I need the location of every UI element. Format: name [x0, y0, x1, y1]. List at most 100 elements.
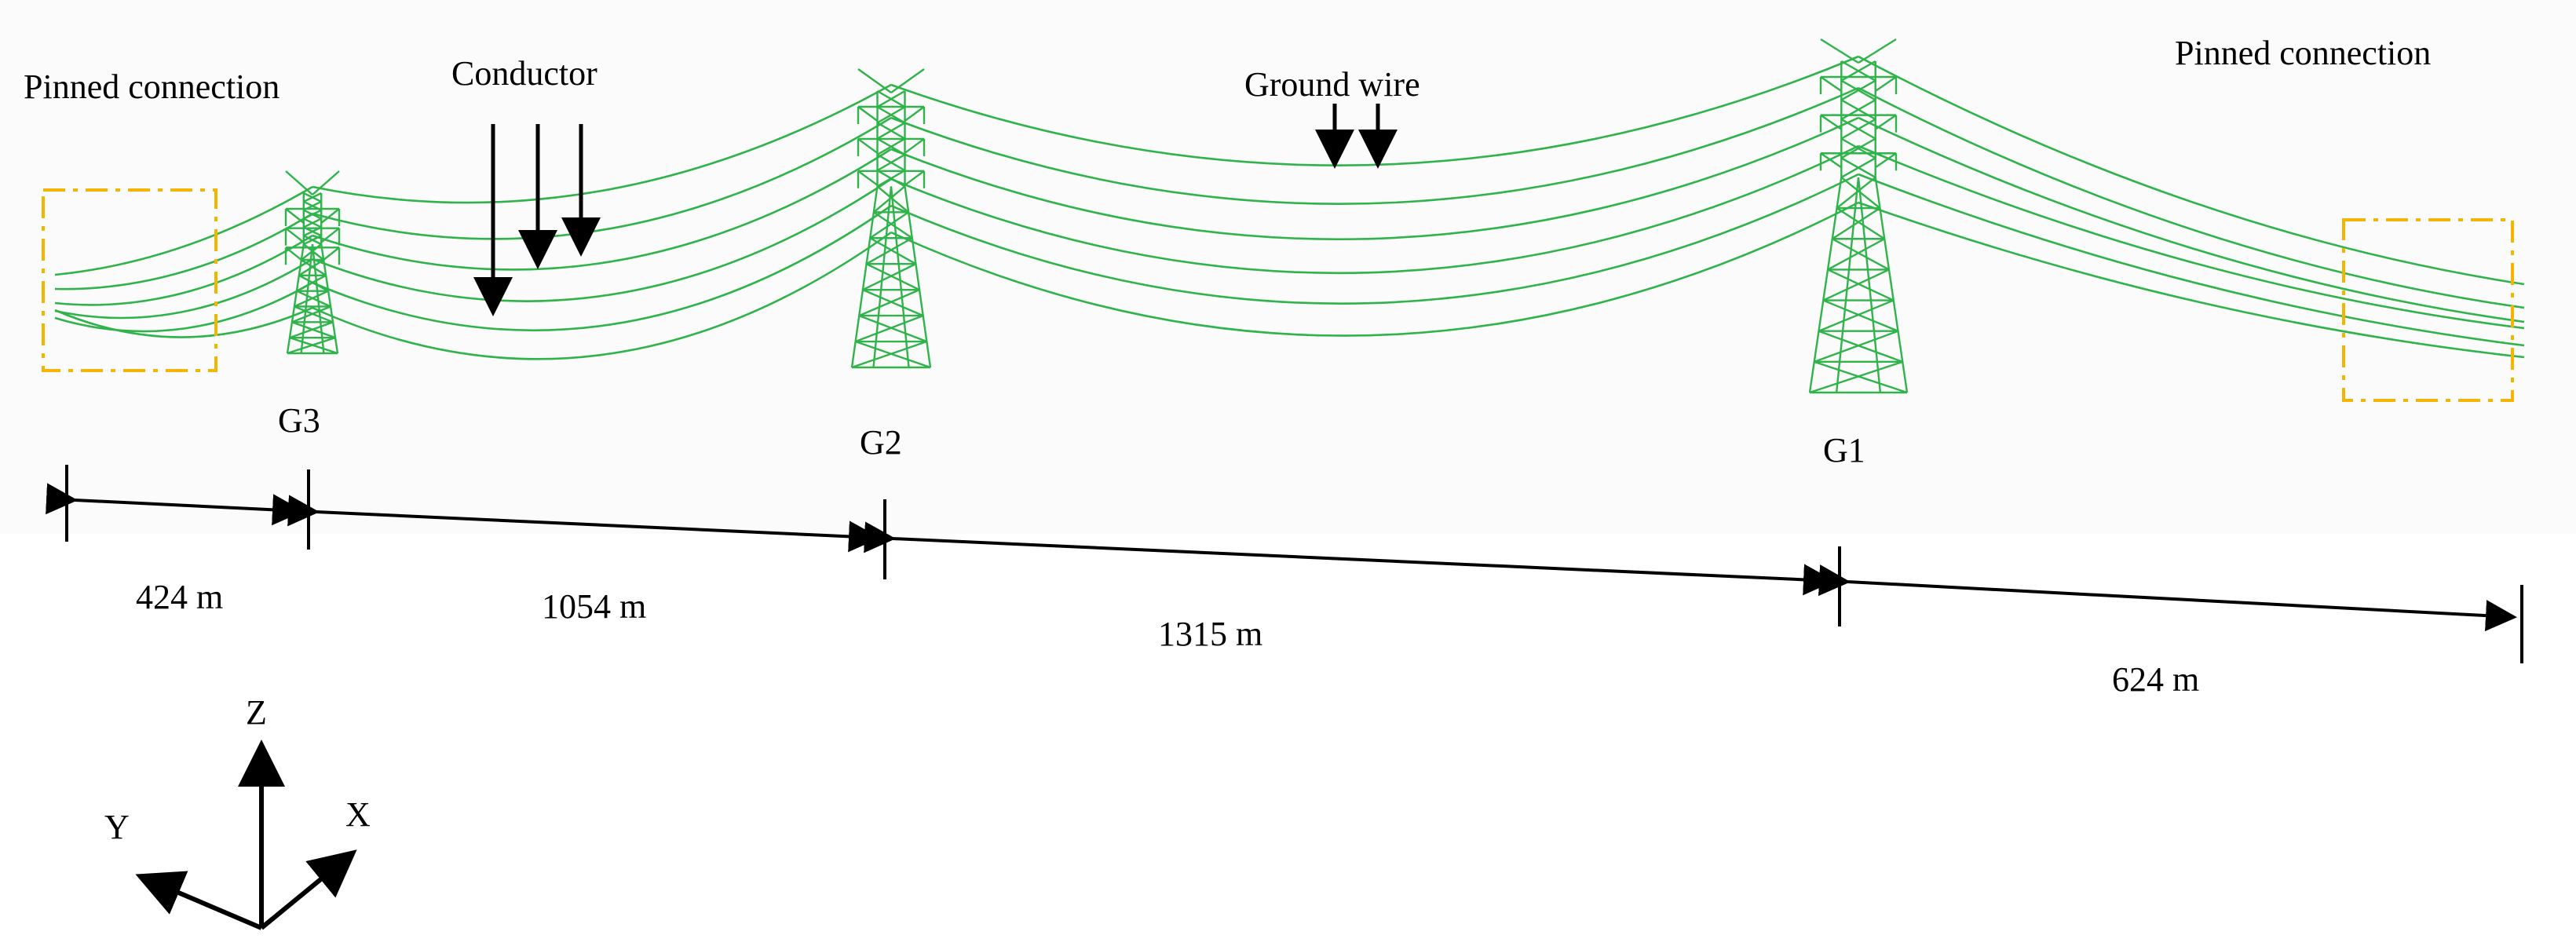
- tower-brace: [857, 137, 879, 154]
- span-2-dimension: [287, 495, 880, 553]
- pinned-connection-label-left: Pinned connection: [24, 68, 280, 106]
- tower-leg: [850, 186, 879, 368]
- tower-leg: [872, 186, 893, 368]
- x-axis-arrow: [260, 849, 357, 930]
- tower-lattice: [294, 290, 329, 308]
- tower-peak: [857, 68, 892, 93]
- conductor-wire: [54, 281, 313, 333]
- x-axis-label: X: [345, 795, 371, 834]
- tower-g1: [1808, 38, 1909, 394]
- tower-lattice: [1818, 330, 1903, 363]
- span-4-dimension: [1818, 564, 2517, 632]
- tower-peak: [285, 170, 313, 195]
- tower-lattice: [303, 226, 322, 237]
- tower-leg: [1835, 177, 1860, 393]
- wire-group: [54, 55, 2525, 360]
- tower-lattice: [298, 274, 329, 292]
- span-2-label: 1054 m: [542, 587, 646, 626]
- tower-lattice: [296, 290, 331, 308]
- tower-lattice: [301, 258, 327, 276]
- ground-wire: [312, 83, 892, 204]
- tower-lattice: [876, 122, 906, 140]
- tower-lattice: [296, 274, 327, 292]
- conductor-wire: [1858, 144, 2525, 330]
- tower-label-g2: G2: [860, 423, 902, 462]
- tower-lattice: [873, 211, 913, 239]
- tower-label-g1: G1: [1823, 431, 1865, 469]
- conductor-wire: [54, 258, 313, 320]
- tower-brace: [857, 170, 879, 186]
- coordinate-axes: [135, 740, 357, 930]
- conductor-wire: [1858, 173, 2525, 347]
- tower-lattice: [876, 185, 909, 214]
- span-3-label: 1315 m: [1158, 615, 1262, 653]
- tower-lattice: [876, 170, 906, 188]
- tower-peak: [1820, 38, 1859, 64]
- conductor-wire: [312, 116, 892, 240]
- tower-lattice: [1827, 238, 1885, 271]
- tower-lattice: [858, 314, 927, 343]
- tower-lattice: [866, 263, 920, 291]
- tower-brace: [904, 137, 925, 154]
- tower-leg: [286, 243, 305, 354]
- tower-leg: [320, 243, 339, 354]
- tower-lattice: [289, 321, 334, 339]
- tower-lattice: [1840, 157, 1876, 179]
- conductor-wire: [890, 144, 1859, 275]
- tower-lattice: [303, 192, 322, 203]
- tower-lattice: [1814, 330, 1898, 363]
- tower-leg: [300, 243, 314, 354]
- ground-wire-label: Ground wire: [1244, 65, 1420, 104]
- tower-lattice: [876, 89, 906, 108]
- tower-brace: [1820, 152, 1842, 169]
- tower-lattice: [865, 237, 913, 265]
- tower-peak: [312, 170, 340, 195]
- tower-lattice: [1822, 299, 1898, 332]
- conductor-wire: [890, 201, 1859, 337]
- conductor-wire: [312, 148, 892, 271]
- tower-lattice: [1818, 299, 1895, 332]
- conductor-wire: [1858, 201, 2525, 359]
- tower-lattice: [1814, 360, 1908, 394]
- tower-brace: [1820, 114, 1842, 130]
- tower-lattice: [1822, 268, 1890, 301]
- tower-lattice: [303, 209, 322, 220]
- z-axis-label: Z: [246, 693, 267, 732]
- tower-leg: [1857, 177, 1882, 393]
- tower-lattice: [862, 263, 916, 291]
- model-view-background: [0, 0, 2576, 534]
- conductor-label: Conductor: [451, 54, 597, 93]
- tower-lattice: [298, 258, 324, 276]
- conductor-arrows: [473, 124, 601, 316]
- span-4-label: 624 m: [2112, 660, 2199, 699]
- tower-lattice: [1840, 99, 1876, 121]
- tower-brace: [320, 227, 340, 243]
- tower-brace: [320, 208, 340, 224]
- tower-brace: [1875, 114, 1897, 130]
- tower-lattice: [303, 243, 324, 261]
- tower-lattice: [862, 289, 924, 317]
- tower-lattice: [303, 235, 322, 246]
- tower-brace: [857, 106, 879, 122]
- pinned-connection-box-right: [2342, 218, 2514, 402]
- tower-brace: [285, 227, 305, 243]
- tower-brace: [285, 208, 305, 224]
- y-axis-label: Y: [104, 808, 130, 846]
- tower-lattice: [301, 243, 322, 261]
- tower-lattice: [858, 289, 920, 317]
- span-1-label: 424 m: [136, 578, 223, 616]
- ground-wire-arrows: [1315, 104, 1398, 169]
- conductor-wire: [890, 173, 1859, 305]
- tower-lattice: [869, 237, 917, 265]
- conductor-wire: [1858, 86, 2525, 309]
- tower-lattice: [869, 211, 909, 239]
- pinned-connection-box-left: [42, 188, 217, 372]
- ground-wire: [1858, 55, 2525, 286]
- tower-lattice: [873, 185, 906, 214]
- conductor-wire: [890, 86, 1859, 205]
- conductor-wire: [890, 116, 1859, 241]
- tower-lattice: [1840, 137, 1876, 159]
- ground-wire: [54, 185, 313, 276]
- span-1-dimension: [46, 483, 304, 526]
- tower-peak: [890, 68, 925, 93]
